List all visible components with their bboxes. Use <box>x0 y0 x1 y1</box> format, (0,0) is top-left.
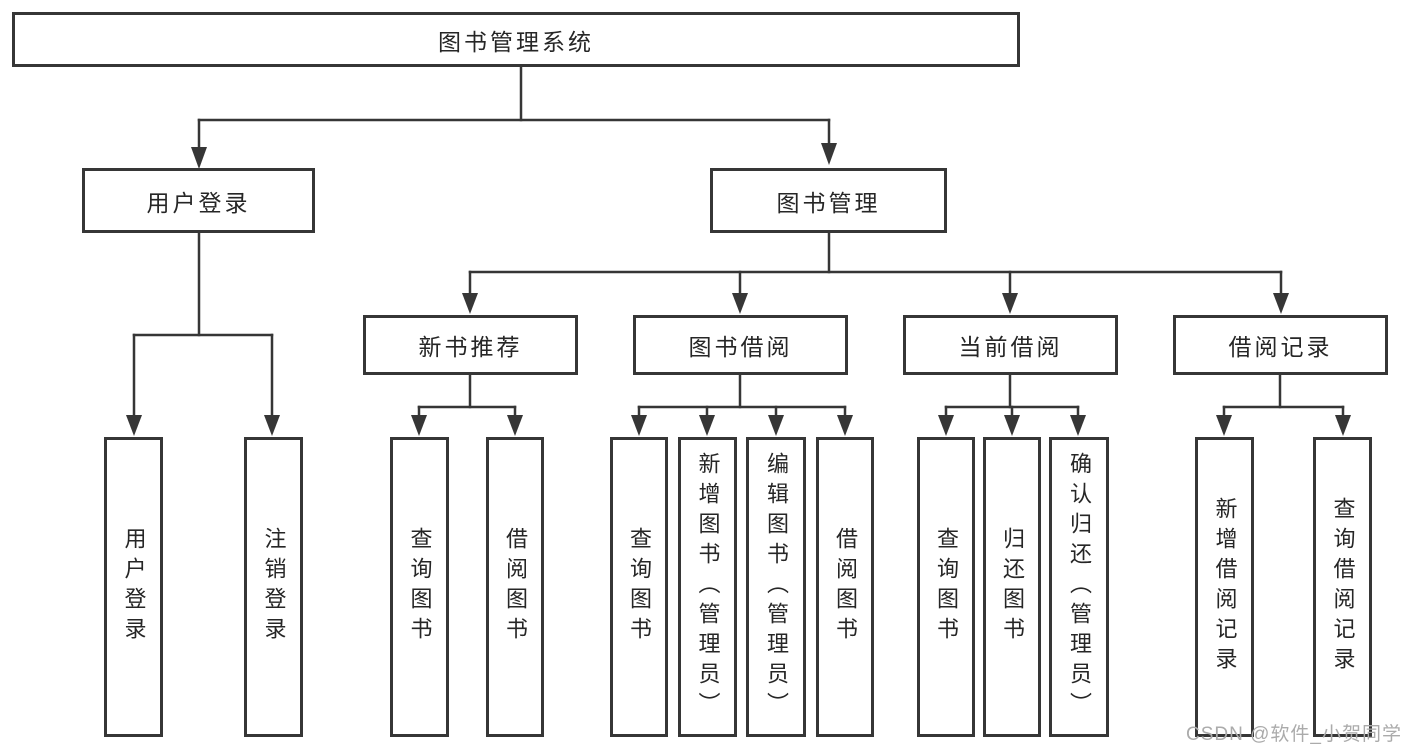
node-current-borrowing: 当前借阅 <box>903 315 1118 375</box>
leaf-query-books-recommend: 查询图书 <box>390 437 449 737</box>
leaf-query-books-borrowing: 查询图书 <box>610 437 668 737</box>
leaf-user-login-action: 用户登录 <box>104 437 163 737</box>
leaf-add-borrow-record: 新增借阅记录 <box>1195 437 1254 737</box>
leaf-borrow-book: 借阅图书 <box>816 437 874 737</box>
leaf-edit-book-admin: 编辑图书（管理员） <box>746 437 806 737</box>
leaf-logout-action: 注销登录 <box>244 437 303 737</box>
node-new-book-recommend: 新书推荐 <box>363 315 578 375</box>
node-book-management: 图书管理 <box>710 168 947 233</box>
node-borrowing-records: 借阅记录 <box>1173 315 1388 375</box>
leaf-borrow-book-recommend: 借阅图书 <box>486 437 544 737</box>
leaf-confirm-return-admin: 确认归还（管理员） <box>1049 437 1109 737</box>
leaf-return-book: 归还图书 <box>983 437 1041 737</box>
csdn-watermark: CSDN @软件_小贺同学 <box>1186 724 1402 745</box>
node-root-system: 图书管理系统 <box>12 12 1020 67</box>
node-user-login: 用户登录 <box>82 168 315 233</box>
leaf-add-book-admin: 新增图书（管理员） <box>678 437 737 737</box>
leaf-query-books-current: 查询图书 <box>917 437 975 737</box>
leaf-query-borrow-record: 查询借阅记录 <box>1313 437 1372 737</box>
node-book-borrowing: 图书借阅 <box>633 315 848 375</box>
